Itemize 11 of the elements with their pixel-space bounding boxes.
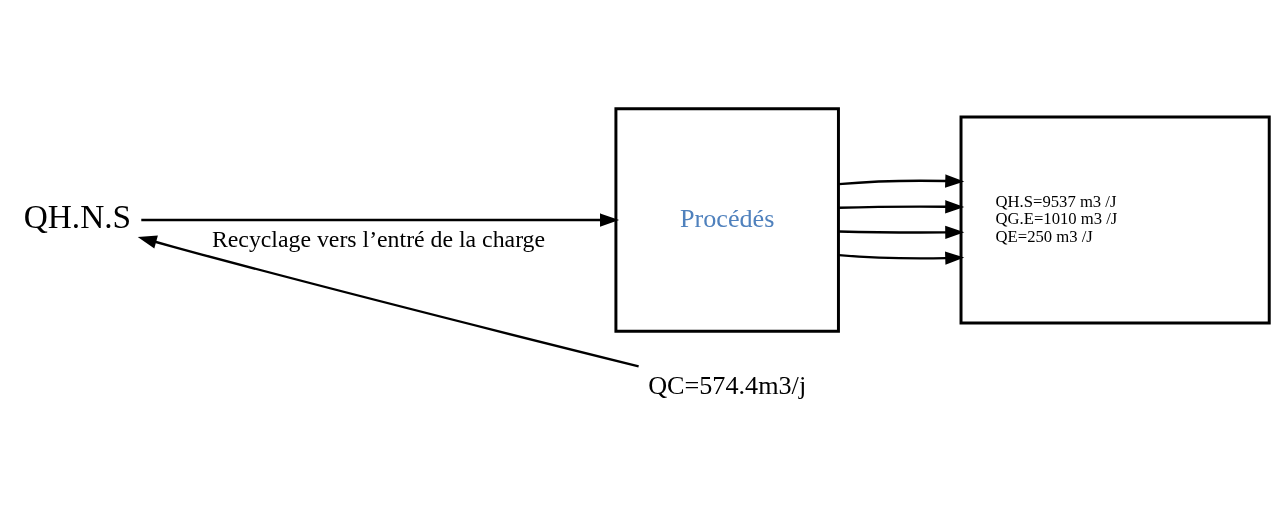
arrow bbox=[838, 200, 965, 214]
node-text: QH.N.S bbox=[23, 198, 132, 236]
node-text: QC=574.4m3/j bbox=[648, 371, 807, 401]
node-box: Procédés bbox=[614, 107, 840, 333]
arrow bbox=[838, 174, 965, 188]
edge-label: Recyclage vers l’entré de la charge bbox=[211, 226, 546, 253]
arrow bbox=[141, 213, 620, 227]
arrow bbox=[838, 251, 965, 265]
arrow bbox=[137, 235, 639, 368]
node-box: QH.S=9537 m3 /J QG.E=1010 m3 /J QE=250 m3 /J bbox=[959, 115, 1271, 325]
arrow bbox=[838, 225, 965, 240]
